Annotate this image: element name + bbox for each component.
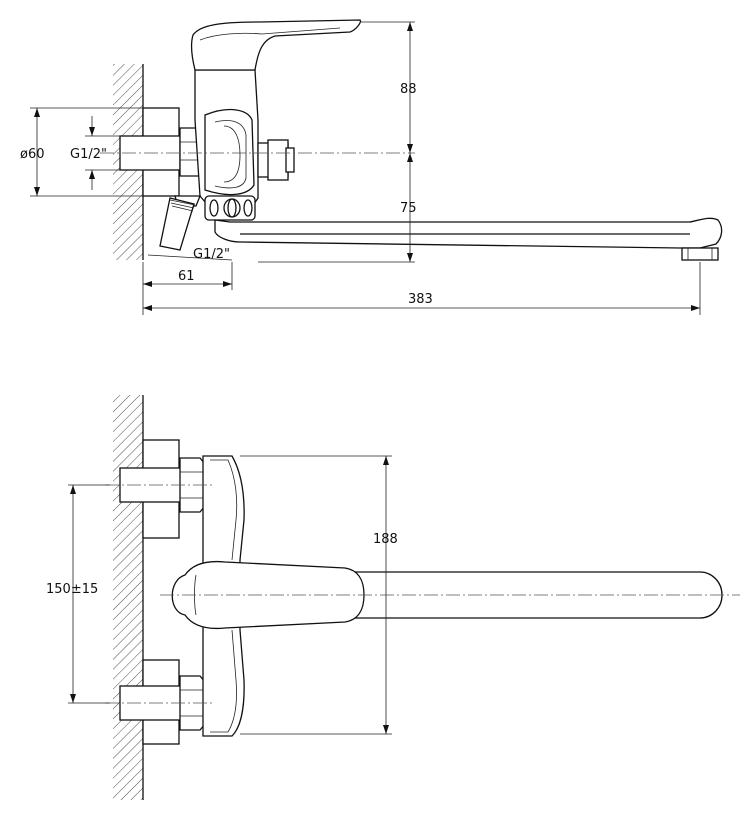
dim-flange-dia-label: ø60 [20, 147, 45, 162]
top-view: 150±15 188 [46, 395, 740, 800]
arrow [89, 127, 95, 136]
arrow [143, 281, 152, 287]
swivel-ring-side [204, 195, 256, 221]
wall-hatch-top [113, 395, 143, 800]
arrow [407, 22, 413, 31]
dim-reach-label: 383 [408, 292, 433, 307]
dim-height-top-label: 88 [400, 82, 417, 97]
cartridge-detail [214, 120, 247, 189]
arrow [407, 144, 413, 153]
cartridge-detail [223, 125, 241, 183]
dim-thread-shower-label: G1/2" [193, 247, 230, 262]
arrow [70, 485, 76, 494]
ring-detail [209, 199, 219, 217]
aerator-side [681, 247, 719, 261]
lever-handle-side [190, 19, 362, 71]
dim-body-width-label: 188 [373, 532, 398, 547]
arrow [143, 305, 152, 311]
handle-detail [199, 27, 341, 41]
arrow [34, 187, 40, 196]
arrow [407, 153, 413, 162]
arrow [89, 170, 95, 179]
arrow [383, 725, 389, 734]
arrow [691, 305, 700, 311]
arrow [383, 456, 389, 465]
arrow [407, 253, 413, 262]
ring-detail [243, 199, 253, 217]
arrow [223, 281, 232, 287]
lever-handle-top [171, 560, 365, 630]
dim-offset-label: 61 [178, 269, 195, 284]
body-detail [210, 459, 238, 733]
thread-lines [169, 199, 196, 212]
spout-side [214, 217, 723, 249]
diverter-tip [285, 147, 295, 173]
cartridge-housing [204, 108, 255, 196]
dim-centers-label: 150±15 [46, 582, 98, 597]
ring-detail [227, 198, 237, 218]
shower-hose-connector [159, 197, 195, 251]
diverter-cap [267, 139, 289, 181]
arrow [70, 694, 76, 703]
side-view: ø60 G1/2" G1/2" 88 75 61 383 [20, 19, 723, 315]
dim-height-spout-label: 75 [400, 201, 417, 216]
dim-leader [147, 254, 233, 261]
arrow [34, 108, 40, 117]
dim-thread-inlet-label: G1/2" [70, 147, 107, 162]
